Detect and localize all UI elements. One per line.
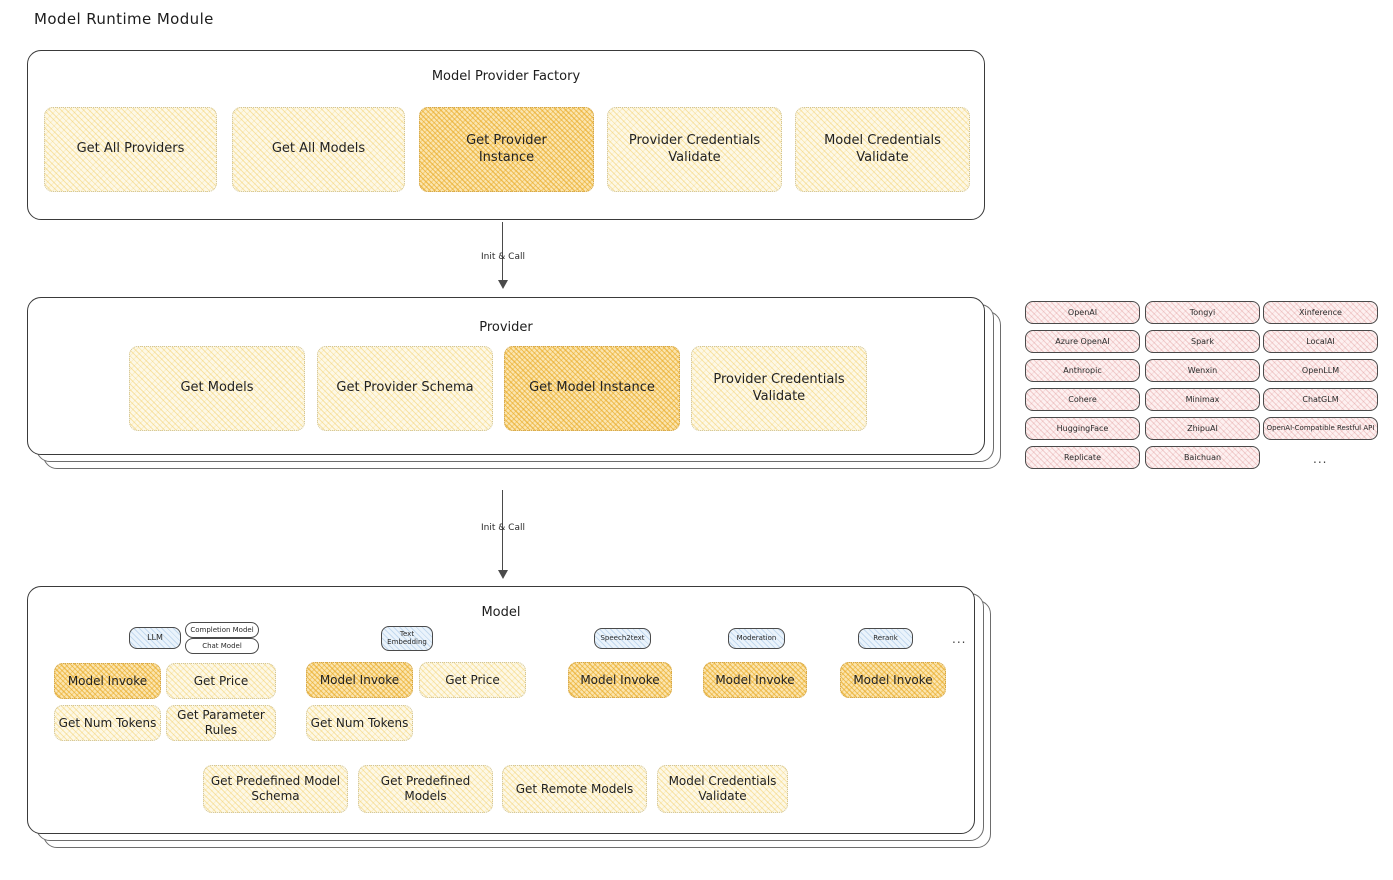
- provider-item-get-model-instance[interactable]: Get Model Instance: [504, 346, 680, 431]
- provider-item-get-provider-schema[interactable]: Get Provider Schema: [317, 346, 493, 431]
- provider-list-item-minimax[interactable]: Minimax: [1145, 388, 1260, 411]
- model-category-badge-moderation[interactable]: Moderation: [728, 628, 785, 649]
- provider-title: Provider: [479, 320, 533, 335]
- model-fn-speech2text-model-invoke[interactable]: Model Invoke: [568, 662, 672, 698]
- factory-item-provider-credentials-validate[interactable]: Provider Credentials Validate: [607, 107, 782, 192]
- factory-item-get-all-providers[interactable]: Get All Providers: [44, 107, 217, 192]
- model-categories-more-indicator: ...: [952, 632, 967, 646]
- model-fn-llm-get-price[interactable]: Get Price: [166, 663, 276, 699]
- provider-list-item-openllm[interactable]: OpenLLM: [1263, 359, 1378, 382]
- model-fn-rerank-model-invoke[interactable]: Model Invoke: [840, 662, 946, 698]
- provider-list-item-xinference[interactable]: Xinference: [1263, 301, 1378, 324]
- model-category-badge-llm[interactable]: LLM: [129, 627, 181, 649]
- model-category-badge-speech2text[interactable]: Speech2text: [594, 628, 651, 649]
- provider-list-item-replicate[interactable]: Replicate: [1025, 446, 1140, 469]
- model-shared-fn-get-predefined-model-schema[interactable]: Get Predefined Model Schema: [203, 765, 348, 813]
- model-shared-fn-get-predefined-models[interactable]: Get Predefined Models: [358, 765, 493, 813]
- model-fn-text-embedding-model-invoke[interactable]: Model Invoke: [306, 662, 413, 698]
- provider-list-item-openai[interactable]: OpenAI: [1025, 301, 1140, 324]
- factory-item-get-all-models[interactable]: Get All Models: [232, 107, 405, 192]
- arrow-2-head: [498, 570, 508, 579]
- provider-list-item-anthropic[interactable]: Anthropic: [1025, 359, 1140, 382]
- provider-item-provider-credentials-validate[interactable]: Provider Credentials Validate: [691, 346, 867, 431]
- provider-list-item-openai-compatible-restful-api[interactable]: OpenAI-Compatible Restful API: [1263, 417, 1378, 440]
- provider-list-item-wenxin[interactable]: Wenxin: [1145, 359, 1260, 382]
- page-title: Model Runtime Module: [34, 10, 214, 28]
- model-category-badge-text-embedding[interactable]: Text Embedding: [381, 626, 433, 651]
- factory-item-model-credentials-validate[interactable]: Model Credentials Validate: [795, 107, 970, 192]
- provider-list-item-huggingface[interactable]: HuggingFace: [1025, 417, 1140, 440]
- model-subbadge-completion-model[interactable]: Completion Model: [185, 622, 259, 638]
- model-fn-text-embedding-get-num-tokens[interactable]: Get Num Tokens: [306, 705, 413, 741]
- model-category-badge-rerank[interactable]: Rerank: [858, 628, 913, 649]
- provider-list-item-azure-openai[interactable]: Azure OpenAI: [1025, 330, 1140, 353]
- factory-title: Model Provider Factory: [431, 69, 581, 84]
- model-fn-moderation-model-invoke[interactable]: Model Invoke: [703, 662, 807, 698]
- model-fn-llm-model-invoke[interactable]: Model Invoke: [54, 663, 161, 699]
- provider-list-item-cohere[interactable]: Cohere: [1025, 388, 1140, 411]
- model-shared-fn-get-remote-models[interactable]: Get Remote Models: [502, 765, 647, 813]
- provider-item-get-models[interactable]: Get Models: [129, 346, 305, 431]
- model-fn-llm-get-parameter-rules[interactable]: Get Parameter Rules: [166, 705, 276, 741]
- provider-list-item-baichuan[interactable]: Baichuan: [1145, 446, 1260, 469]
- factory-item-get-provider-instance[interactable]: Get Provider Instance: [419, 107, 594, 192]
- arrow-2-label: Init & Call: [481, 523, 525, 533]
- arrow-2-line: [502, 490, 504, 575]
- provider-list-item-spark[interactable]: Spark: [1145, 330, 1260, 353]
- provider-list-item-chatglm[interactable]: ChatGLM: [1263, 388, 1378, 411]
- provider-list-item-tongyi[interactable]: Tongyi: [1145, 301, 1260, 324]
- model-fn-text-embedding-get-price[interactable]: Get Price: [419, 662, 526, 698]
- provider-list-more-indicator: ...: [1313, 452, 1328, 466]
- provider-list-item-zhipuai[interactable]: ZhipuAI: [1145, 417, 1260, 440]
- arrow-1-head: [498, 280, 508, 289]
- arrow-1-label: Init & Call: [481, 252, 525, 262]
- model-shared-fn-model-credentials-validate[interactable]: Model Credentials Validate: [657, 765, 788, 813]
- model-title: Model: [481, 605, 521, 620]
- model-subbadge-chat-model[interactable]: Chat Model: [185, 638, 259, 654]
- arrow-1-line: [502, 222, 504, 284]
- model-fn-llm-get-num-tokens[interactable]: Get Num Tokens: [54, 705, 161, 741]
- provider-list-item-localai[interactable]: LocalAI: [1263, 330, 1378, 353]
